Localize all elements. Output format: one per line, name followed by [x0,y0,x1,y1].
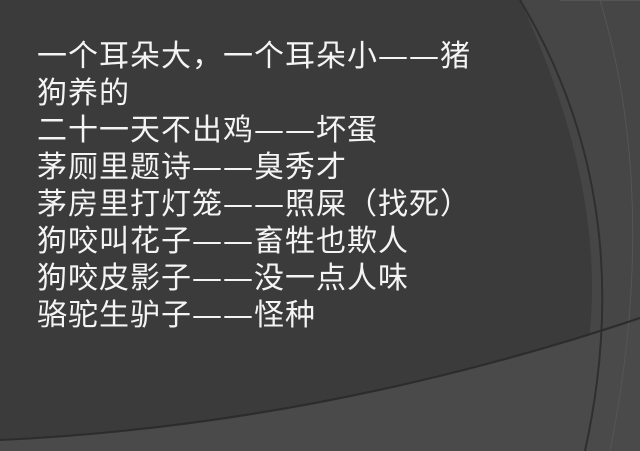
proverb-line: 一个耳朵大，一个耳朵小——猪 [37,39,471,74]
proverb-line: 狗养的 [37,76,130,111]
proverb-line: 二十一天不出鸡——坏蛋 [37,113,378,148]
proverb-line: 狗咬叫花子——畜牲也欺人 [37,224,409,259]
proverb-list: 一个耳朵大，一个耳朵小——猪 狗养的 二十一天不出鸡——坏蛋 茅厕里题诗——臭秀… [37,38,471,334]
proverb-line: 骆驼生驴子——怪种 [37,298,316,333]
proverb-line: 狗咬皮影子——没一点人味 [37,261,409,296]
proverb-line: 茅房里打灯笼——照屎（找死） [37,187,471,222]
proverb-line: 茅厕里题诗——臭秀才 [37,150,347,185]
